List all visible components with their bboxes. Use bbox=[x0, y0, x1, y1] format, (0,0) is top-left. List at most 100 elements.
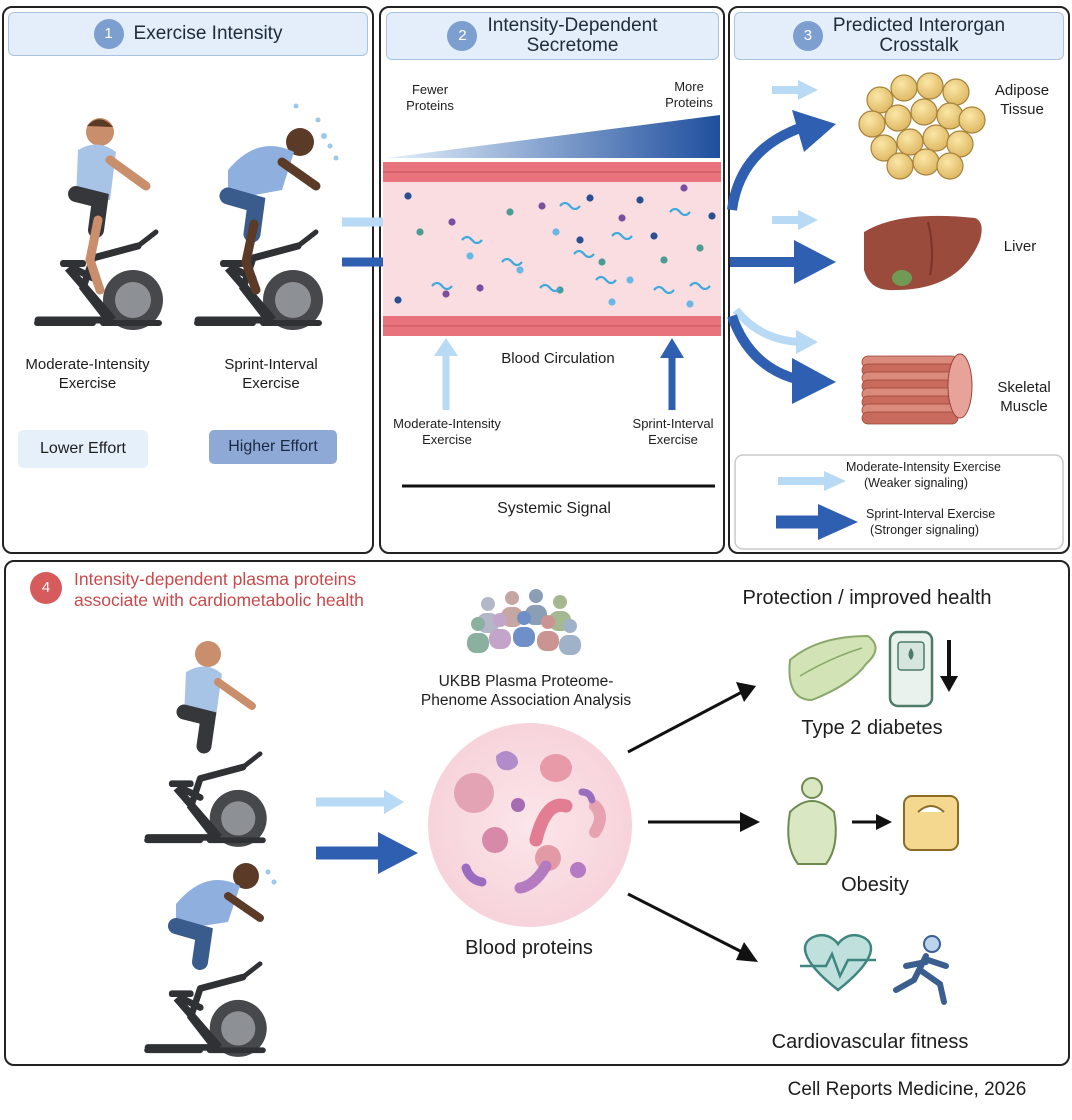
panel1-header: 1 Exercise Intensity bbox=[8, 12, 368, 56]
sprint-up-arrow bbox=[660, 338, 684, 410]
protein-dot bbox=[680, 184, 688, 192]
fat-cell bbox=[936, 152, 964, 180]
protein-dot bbox=[538, 202, 546, 210]
person-head bbox=[481, 597, 495, 611]
fat-cell bbox=[886, 152, 914, 180]
fat-cell bbox=[912, 148, 940, 176]
fat-cell bbox=[896, 128, 924, 156]
obesity-label: Obesity bbox=[841, 874, 909, 896]
muscle-line2: Muscle bbox=[1000, 397, 1048, 415]
protein-dot bbox=[552, 228, 560, 236]
p2-sprint-line1: Sprint-Interval bbox=[632, 416, 714, 431]
fat-cell bbox=[870, 134, 898, 162]
muscle-line1: Skeletal bbox=[997, 379, 1051, 396]
type2-diabetes-label: Type 2 diabetes bbox=[801, 717, 943, 739]
glucose-meter-icon bbox=[888, 630, 934, 708]
protein-dot bbox=[660, 256, 668, 264]
sprint-cyclist-illustration bbox=[194, 103, 339, 331]
legend-sprint-line1: Sprint-Interval Exercise bbox=[866, 507, 996, 521]
protein-dot bbox=[586, 194, 594, 202]
adipose-line2: Tissue bbox=[1000, 100, 1044, 118]
protein-squiggle bbox=[653, 285, 675, 295]
person-head bbox=[553, 595, 567, 609]
blood-vessel bbox=[383, 162, 721, 336]
protein-dot bbox=[618, 214, 626, 222]
person-body bbox=[467, 633, 489, 653]
panel3-title-line1: Predicted Interorgan bbox=[832, 15, 1006, 37]
step-number-4: 4 bbox=[41, 579, 51, 596]
fat-cell bbox=[922, 124, 950, 152]
step-number-1: 1 bbox=[93, 19, 124, 49]
moderate-up-arrow bbox=[434, 338, 458, 410]
adipose-line1: Adipose bbox=[994, 82, 1050, 99]
higher-effort-label: Higher Effort bbox=[228, 438, 318, 455]
legend-moderate-line2: (Weaker signaling) bbox=[864, 475, 968, 490]
protein-squiggle bbox=[669, 207, 691, 217]
down-arrow-icon bbox=[940, 640, 958, 692]
lower-effort-label: Lower Effort bbox=[40, 440, 126, 457]
protein-dot bbox=[708, 212, 716, 220]
step-number-2: 2 bbox=[447, 21, 478, 51]
fat-cell bbox=[858, 110, 886, 138]
cyclist-top-illustration bbox=[144, 641, 267, 847]
ukbb-line2: Phenome Association Analysis bbox=[420, 692, 632, 710]
moderate-caption-line1: Moderate-Intensity bbox=[25, 356, 150, 373]
runner-icon bbox=[893, 935, 949, 1005]
protein-dot bbox=[442, 290, 450, 298]
adipose-tissue-illustration bbox=[858, 72, 986, 180]
person-body bbox=[513, 627, 535, 647]
fat-cell bbox=[910, 98, 938, 126]
protein-dot bbox=[576, 236, 584, 244]
protein-dot bbox=[466, 252, 474, 260]
fat-cell bbox=[866, 86, 894, 114]
legend-moderate-line1: Moderate-Intensity Exercise bbox=[846, 460, 1001, 474]
blood-protein-shapes bbox=[454, 751, 606, 894]
person-head bbox=[563, 619, 577, 633]
protein-squiggle bbox=[501, 257, 523, 267]
protein-squiggle bbox=[573, 249, 595, 259]
step-number-4-circle bbox=[30, 572, 62, 604]
ukbb-line1: UKBB Plasma Proteome- bbox=[438, 673, 614, 690]
cyclist-bottom-illustration bbox=[144, 863, 277, 1057]
protein-dot bbox=[650, 232, 658, 240]
panel4-title-line1: Intensity-dependent plasma proteins bbox=[74, 569, 357, 589]
obese-person-icon bbox=[787, 777, 837, 865]
protein-dot bbox=[696, 244, 704, 252]
step-number-3: 3 bbox=[792, 21, 823, 51]
moderate-cyclist-illustration bbox=[34, 118, 163, 330]
person-head bbox=[471, 617, 485, 631]
p2-sprint-line2: Exercise bbox=[648, 432, 698, 448]
person-body bbox=[559, 635, 581, 655]
outcome-arrows bbox=[627, 682, 760, 962]
more-line1: More bbox=[674, 79, 704, 94]
liver-label: Liver bbox=[1003, 238, 1037, 255]
person-head bbox=[493, 613, 507, 627]
lower-effort-badge bbox=[18, 430, 148, 468]
panel3-title-line2: Crosstalk bbox=[879, 35, 959, 56]
muscle-fiber bbox=[861, 411, 959, 425]
legend-sprint-label: Sprint-Interval Exercise(Stronger signal… bbox=[866, 507, 1062, 538]
panel4-input-arrows bbox=[316, 790, 418, 874]
sprint-caption-line1: Sprint-Interval bbox=[224, 356, 318, 373]
protein-dot bbox=[416, 228, 424, 236]
panel2-title-line1: Intensity-Dependent bbox=[487, 15, 658, 37]
panel4-title-line2: associate with cardiometabolic health bbox=[74, 590, 364, 610]
muscle-cross-section bbox=[947, 353, 973, 419]
circulating-proteins bbox=[394, 184, 716, 308]
protein-squiggle bbox=[595, 275, 617, 285]
person-head bbox=[529, 589, 543, 603]
liver-illustration bbox=[864, 215, 982, 291]
protein-squiggle bbox=[431, 281, 453, 291]
protection-heading: Protection / improved health bbox=[742, 587, 992, 609]
blood-circulation-label: Blood Circulation bbox=[501, 350, 615, 367]
fewer-line1: Fewer bbox=[411, 82, 449, 97]
fat-cell bbox=[916, 72, 944, 100]
person-body bbox=[489, 629, 511, 649]
legend-sprint-line2: (Stronger signaling) bbox=[870, 522, 980, 537]
fewer-line2: Proteins bbox=[406, 98, 454, 114]
p2-moderate-line1: Moderate-Intensity bbox=[393, 416, 501, 431]
